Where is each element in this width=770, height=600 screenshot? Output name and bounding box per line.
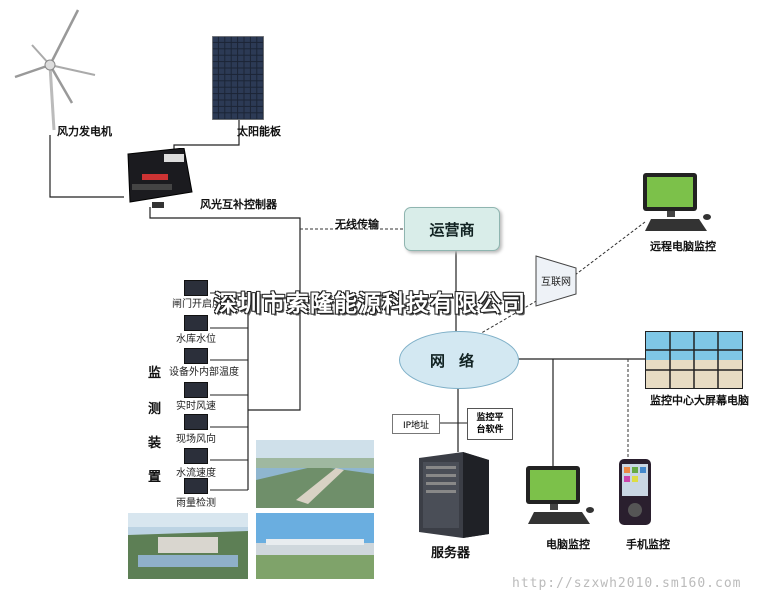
sensor-label: 水库水位 (176, 334, 216, 345)
dam-photo-3 (256, 513, 374, 579)
network-ellipse: 网络 (399, 331, 519, 389)
pc-monitor-label: 电脑监控 (546, 538, 590, 551)
sensor-icon (184, 478, 208, 494)
server-label: 服务器 (431, 546, 471, 561)
sensor-label: 现场风向 (176, 434, 216, 445)
pc-monitor-icon (526, 466, 594, 524)
ip-address-box: IP地址 (392, 414, 440, 434)
sensor-icon (184, 315, 208, 331)
sensor-label: 实时风速 (176, 401, 216, 412)
monitor-vertical-label-3: 装 (148, 436, 162, 451)
internet-label: 互联网 (541, 277, 571, 288)
monitor-vertical-label-4: 置 (148, 470, 162, 485)
sensor-icon (184, 382, 208, 398)
sensor-label: 闸门开启度 (172, 299, 222, 310)
wind-turbine-label: 风力发电机 (57, 125, 112, 138)
wire-turbine-controller (49, 135, 124, 198)
wire-network-internet (477, 299, 539, 336)
sensor-icon (184, 414, 208, 430)
controller-icon (127, 148, 193, 208)
operator-box: 运营商 (404, 207, 500, 251)
monitor-vertical-label-2: 测 (148, 402, 162, 417)
phone-monitor-label: 手机监控 (626, 538, 670, 551)
server-icon (419, 452, 489, 538)
wireless-label: 无线传输 (335, 218, 379, 231)
big-screen-label: 监控中心大屏幕电脑 (650, 394, 749, 407)
sensor-label: 雨量检测 (176, 498, 216, 509)
sensor-icon (184, 448, 208, 464)
sensor-icon (184, 348, 208, 364)
controller-label: 风光互补控制器 (200, 198, 277, 211)
wire-internet-remote (574, 221, 646, 276)
remote-pc-label: 远程电脑监控 (650, 240, 716, 253)
monitor-vertical-label-1: 监 (148, 366, 162, 381)
company-watermark: 深圳市索隆能源科技有限公司 (214, 290, 526, 317)
remote-pc-icon (643, 173, 711, 231)
dam-photo-2 (128, 513, 248, 579)
phone-icon (619, 459, 651, 525)
source-url: http://szxwh2010.sm160.com (512, 576, 742, 591)
internet-shape (535, 255, 577, 307)
software-box: 监控平 台软件 (467, 408, 513, 440)
wind-turbine-icon (14, 9, 96, 131)
sensor-icon (184, 280, 208, 296)
solar-panel-label: 太阳能板 (237, 125, 281, 138)
sensor-label: 设备外内部温度 (169, 367, 239, 378)
solar-panel-icon (212, 36, 264, 120)
big-screen-icon (645, 331, 743, 389)
dam-photo-1 (256, 440, 374, 508)
sensor-label: 水流速度 (176, 468, 216, 479)
wire-controller-bus (149, 207, 301, 411)
wire-solar-controller (173, 120, 240, 150)
